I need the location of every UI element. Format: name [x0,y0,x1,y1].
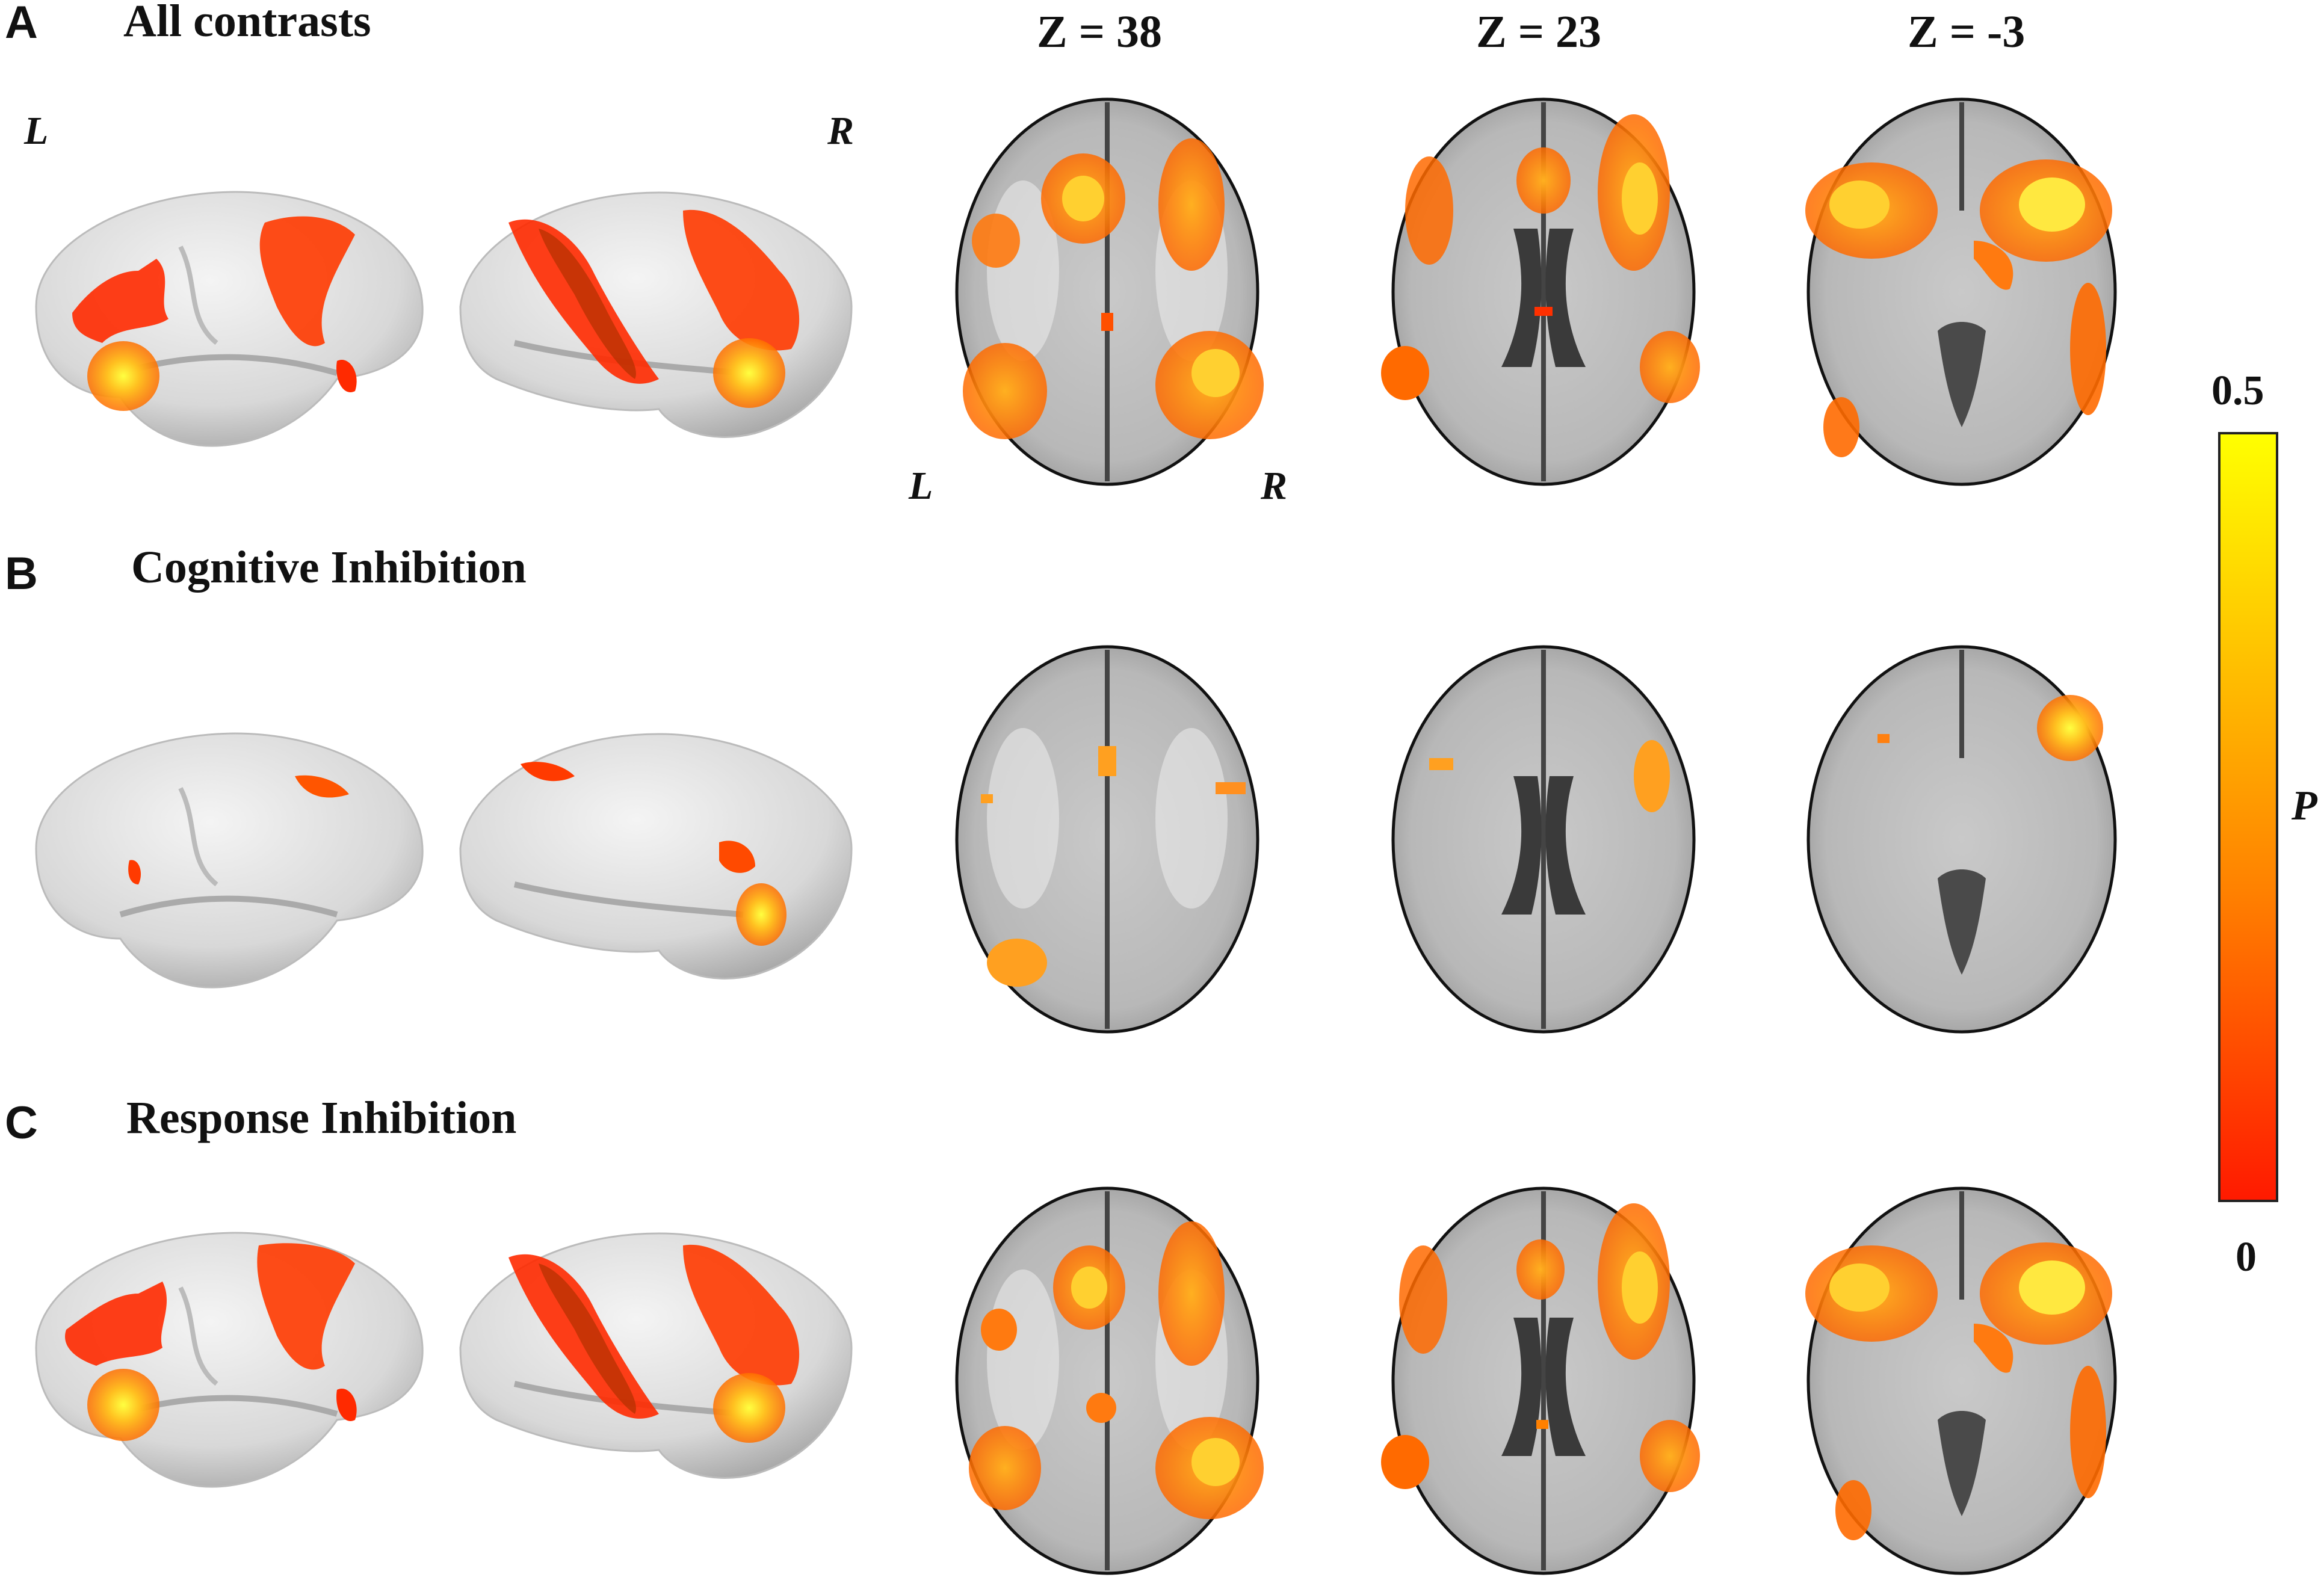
axial-slice-a-z-3 [1805,97,2117,486]
axial-slice-c-z-3 [1805,1186,2117,1575]
colorbar-variable-label: P [2292,783,2317,829]
panel-title-a: All contrasts [123,0,371,46]
panel-letter-a: A [5,0,38,48]
panel-title-b: Cognitive Inhibition [131,542,527,593]
colorbar [2218,432,2278,1202]
surface-left-label: L [24,109,49,153]
axial-left-label: L [909,464,933,508]
panel-title-c: Response Inhibition [126,1093,517,1143]
colorbar-min-label: 0 [2236,1234,2257,1280]
panel-letter-b: B [5,548,38,599]
axial-slice-b-z-3 [1806,645,2117,1034]
left-hemisphere-surface-a [35,191,424,447]
slice-header-z-3: Z = -3 [1908,7,2026,57]
axial-slice-a-z38 [955,97,1264,486]
slice-header-z38: Z = 38 [1037,7,1162,57]
axial-slice-c-z23 [1381,1186,1700,1575]
axial-slice-b-z23 [1391,645,1696,1034]
slice-header-z23: Z = 23 [1476,7,1601,57]
surface-right-label: R [827,109,855,153]
panel-letter-c: C [5,1097,38,1149]
left-hemisphere-surface-c [35,1232,424,1488]
axial-slice-a-z23 [1381,97,1700,486]
colorbar-max-label: 0.5 [2211,368,2264,414]
right-hemisphere-surface-b [459,733,853,980]
axial-slice-b-z38 [955,645,1259,1034]
axial-right-label: R [1261,464,1288,508]
axial-slice-c-z38 [955,1186,1264,1575]
right-hemisphere-surface-a [459,191,853,438]
left-hemisphere-surface-b [35,732,424,989]
right-hemisphere-surface-c [459,1232,853,1479]
